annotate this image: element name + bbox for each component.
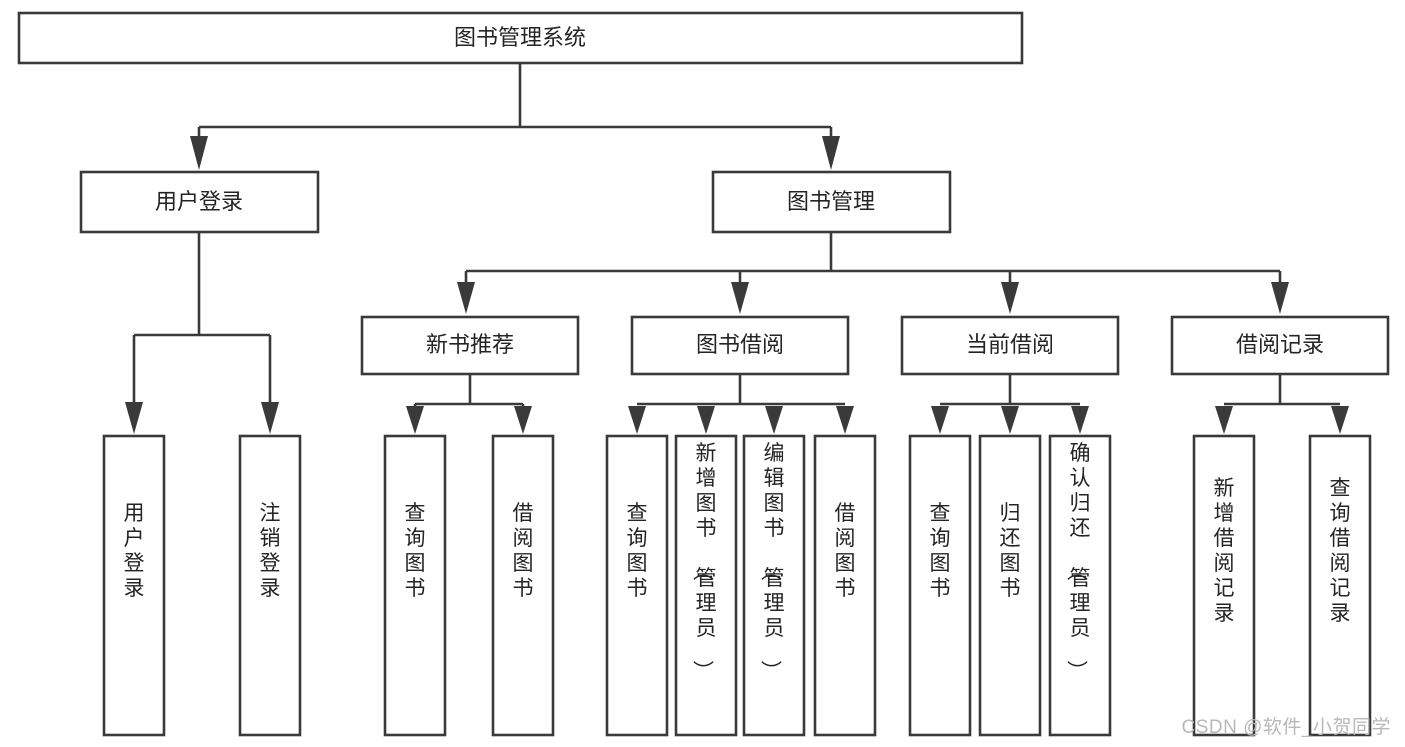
leaf-user-login[interactable]: 用户登录 [102, 434, 166, 737]
node-book-management-box[interactable] [711, 170, 952, 234]
node-borrow-record[interactable]: 借阅记录 [1170, 315, 1390, 376]
leaf-edit-book-label: 编辑图书（管理员） [759, 442, 785, 681]
leaf-user-login-box[interactable] [102, 434, 166, 737]
node-current-borrow-box[interactable] [900, 315, 1120, 376]
leaf-logout-login-label: 注销登录 [260, 502, 281, 600]
leaf-edit-book[interactable]: 编辑图书（管理员） [742, 434, 806, 737]
leaf-add-book-label: 新增图书（管理员） [691, 442, 717, 681]
arrowhead-book-management [822, 136, 840, 170]
node-new-book-recommend[interactable]: 新书推荐 [360, 315, 580, 376]
leaf-logout-login[interactable]: 注销登录 [238, 434, 302, 737]
leaf-add-record[interactable]: 新增借阅记录 [1192, 434, 1256, 737]
arrowhead-current-borrow [1001, 282, 1019, 314]
leaf-user-login-label: 用户登录 [124, 502, 145, 600]
leaf-confirm-return-box[interactable] [1048, 434, 1112, 737]
leaf-query-record-box[interactable] [1308, 434, 1372, 737]
leaf-borrow-book-recommend-box[interactable] [491, 434, 555, 737]
node-book-management-label: 图书管理 [787, 189, 875, 214]
arrowhead-borrow-record [1271, 282, 1289, 314]
leaf-logout-login-box[interactable] [238, 434, 302, 737]
node-new-book-recommend-label: 新书推荐 [426, 332, 514, 357]
leaf-add-record-box[interactable] [1192, 434, 1256, 737]
node-book-borrow-box[interactable] [630, 315, 850, 376]
leaf-borrow-book[interactable]: 借阅图书 [813, 434, 877, 737]
arrowhead-leaf-query-book-recommend [406, 406, 424, 434]
arrowhead-leaf-user-login [125, 402, 143, 434]
node-user-login[interactable]: 用户登录 [79, 170, 320, 234]
leaf-query-book-recommend[interactable]: 查询图书 [383, 434, 447, 737]
node-user-login-label: 用户登录 [155, 189, 243, 214]
leaf-query-book-borrow[interactable]: 查询图书 [605, 434, 669, 737]
node-root-label: 图书管理系统 [454, 25, 586, 50]
leaf-return-book-box[interactable] [978, 434, 1042, 737]
arrowhead-user-login [190, 136, 208, 170]
leaf-query-record[interactable]: 查询借阅记录 [1308, 434, 1372, 737]
arrowhead-leaf-edit-book [765, 406, 783, 434]
leaf-query-book-current-label: 查询图书 [930, 502, 951, 600]
node-root[interactable]: 图书管理系统 [17, 11, 1024, 65]
arrowhead-leaf-add-record [1215, 406, 1233, 434]
node-book-borrow-label: 图书借阅 [696, 332, 784, 357]
node-current-borrow[interactable]: 当前借阅 [900, 315, 1120, 376]
leaf-query-record-label: 查询借阅记录 [1330, 477, 1351, 625]
node-user-login-box[interactable] [79, 170, 320, 234]
node-borrow-record-box[interactable] [1170, 315, 1390, 376]
leaf-confirm-return-label: 确认归还（管理员） [1065, 442, 1091, 681]
arrowhead-new-book-recommend [457, 282, 475, 314]
arrowhead-leaf-query-book-current [931, 406, 949, 434]
leaf-borrow-book-recommend[interactable]: 借阅图书 [491, 434, 555, 737]
node-root-box[interactable] [17, 11, 1024, 65]
leaf-add-book[interactable]: 新增图书（管理员） [674, 434, 738, 737]
leaf-borrow-book-box[interactable] [813, 434, 877, 737]
leaf-add-record-label: 新增借阅记录 [1214, 477, 1235, 625]
leaf-confirm-return[interactable]: 确认归还（管理员） [1048, 434, 1112, 737]
leaf-query-book-current-box[interactable] [908, 434, 972, 737]
arrowhead-leaf-borrow-book-recommend [514, 406, 532, 434]
leaf-borrow-book-recommend-label: 借阅图书 [513, 502, 534, 600]
arrowhead-leaf-add-book [697, 406, 715, 434]
arrowhead-leaf-query-book-borrow [628, 406, 646, 434]
leaf-return-book-label: 归还图书 [1000, 502, 1021, 600]
leaf-return-book[interactable]: 归还图书 [978, 434, 1042, 737]
leaf-query-book-borrow-label: 查询图书 [627, 502, 648, 600]
node-book-borrow[interactable]: 图书借阅 [630, 315, 850, 376]
leaf-query-book-recommend-label: 查询图书 [405, 502, 426, 600]
node-new-book-recommend-box[interactable] [360, 315, 580, 376]
node-book-management[interactable]: 图书管理 [711, 170, 952, 234]
leaf-query-book-borrow-box[interactable] [605, 434, 669, 737]
leaf-borrow-book-label: 借阅图书 [835, 502, 856, 600]
arrowhead-leaf-confirm-return [1071, 406, 1089, 434]
arrowhead-leaf-return-book [1001, 406, 1019, 434]
leaf-edit-book-box[interactable] [742, 434, 806, 737]
arrowhead-leaf-query-record [1331, 406, 1349, 434]
connector-layer [125, 64, 1349, 434]
leaf-add-book-box[interactable] [674, 434, 738, 737]
arrowhead-leaf-logout-login [261, 402, 279, 434]
node-current-borrow-label: 当前借阅 [966, 332, 1054, 357]
leaf-query-book-recommend-box[interactable] [383, 434, 447, 737]
node-borrow-record-label: 借阅记录 [1236, 332, 1324, 357]
arrowhead-book-borrow [731, 282, 749, 314]
arrowhead-leaf-borrow-book [836, 406, 854, 434]
leaf-query-book-current[interactable]: 查询图书 [908, 434, 972, 737]
